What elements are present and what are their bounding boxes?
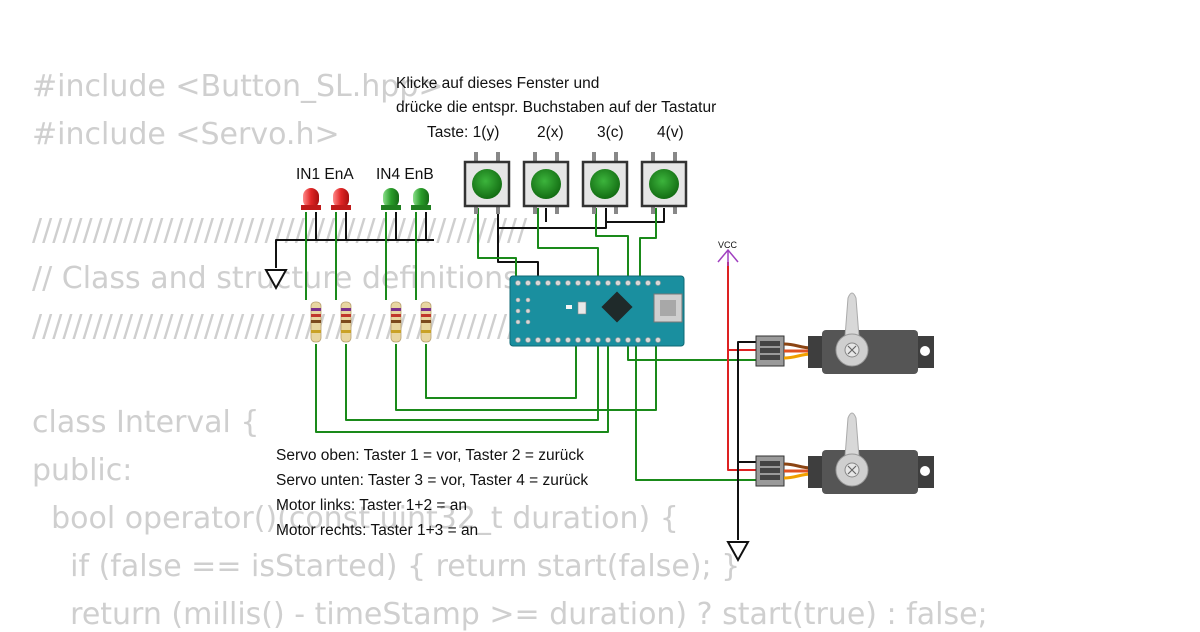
pushbutton-2[interactable]: [522, 152, 570, 214]
resistor-2: [340, 301, 352, 343]
note-motor-left: Motor links: Taster 1+2 = an: [276, 497, 467, 514]
vcc-label: VCC: [718, 240, 738, 250]
vcc-symbol: VCC: [717, 240, 739, 266]
button-2-label: 2(x): [537, 124, 564, 141]
ground-symbol-left: [264, 269, 288, 291]
button-1-label: Taste: 1(y): [427, 124, 499, 141]
code-line: if (false == isStarted) { return start(f…: [32, 549, 741, 584]
ground-symbol-right: [726, 541, 750, 563]
code-line: public:: [32, 453, 133, 488]
code-line: class Interval {: [32, 405, 260, 440]
led-group-b-label: IN4 EnB: [376, 166, 434, 183]
note-servo-top: Servo oben: Taster 1 = vor, Taster 2 = z…: [276, 447, 584, 464]
code-line: bool operator()(const uint32_t duration)…: [32, 501, 679, 536]
button-4-label: 4(v): [657, 124, 684, 141]
pushbutton-1[interactable]: [463, 152, 511, 214]
servo-top[interactable]: [755, 292, 934, 374]
led-green-2[interactable]: [411, 188, 431, 210]
code-line: return (millis() - timeStamp >= duration…: [32, 597, 988, 632]
note-servo-bottom: Servo unten: Taster 3 = vor, Taster 4 = …: [276, 472, 588, 489]
code-line: // Class and structure definitions: [32, 261, 519, 296]
button-3-label: 3(c): [597, 124, 624, 141]
wires: [275, 208, 756, 540]
code-line: #include <Servo.h>: [32, 117, 340, 152]
code-line: ////////////////////////////////////////…: [32, 309, 528, 344]
resistor-3: [390, 301, 402, 343]
resistor-1: [310, 301, 322, 343]
code-line: #include <Button_SL.hpp>: [32, 69, 444, 104]
pushbutton-3[interactable]: [581, 152, 629, 214]
instruction-line-1: Klicke auf dieses Fenster und: [396, 75, 599, 92]
led-group-a-label: IN1 EnA: [296, 166, 354, 183]
led-red-1[interactable]: [301, 188, 321, 210]
servo-bottom[interactable]: [755, 412, 934, 494]
arduino-nano-board[interactable]: [509, 275, 685, 347]
instruction-line-2: drücke die entspr. Buchstaben auf der Ta…: [396, 99, 716, 116]
note-motor-right: Motor rechts: Taster 1+3 = an: [276, 522, 478, 539]
led-red-2[interactable]: [331, 188, 351, 210]
resistor-4: [420, 301, 432, 343]
pushbutton-4[interactable]: [640, 152, 688, 214]
led-green-1[interactable]: [381, 188, 401, 210]
